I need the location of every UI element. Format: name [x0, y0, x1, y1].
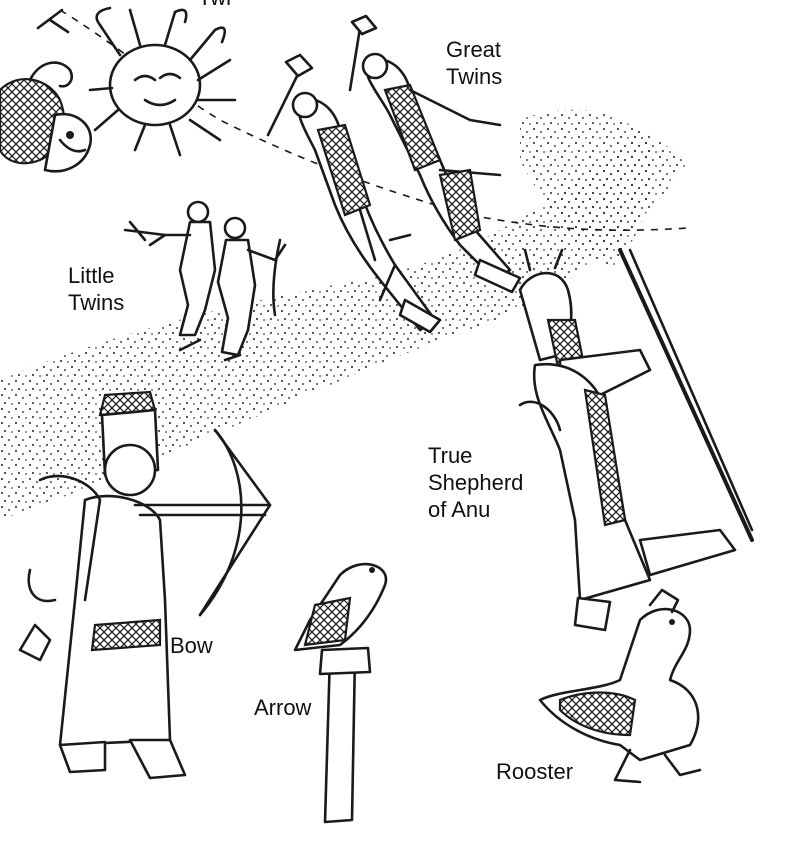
dashed-star-lines [59, 9, 691, 231]
raven-on-pillar [293, 562, 388, 824]
little-twins-figures [123, 200, 287, 362]
label-great-twins: Great Twins [446, 37, 503, 89]
true-shepherd-figure [518, 248, 754, 632]
great-twins-figures [266, 14, 522, 334]
crab-constellation [36, 6, 237, 157]
rooster-figure [538, 588, 702, 784]
label-little-twins: Little Twins [68, 263, 125, 315]
label-rooster: Rooster [496, 759, 574, 784]
goat-fish-fragment [0, 61, 93, 173]
label-arrow: Arrow [254, 695, 312, 720]
label-bow: Bow [170, 633, 213, 658]
archer-figure [18, 390, 272, 780]
label-true-shepherd: True Shepherd of Anu [428, 443, 524, 522]
label-top-partial: Twi [198, 0, 231, 11]
milky-way-band [0, 109, 690, 520]
